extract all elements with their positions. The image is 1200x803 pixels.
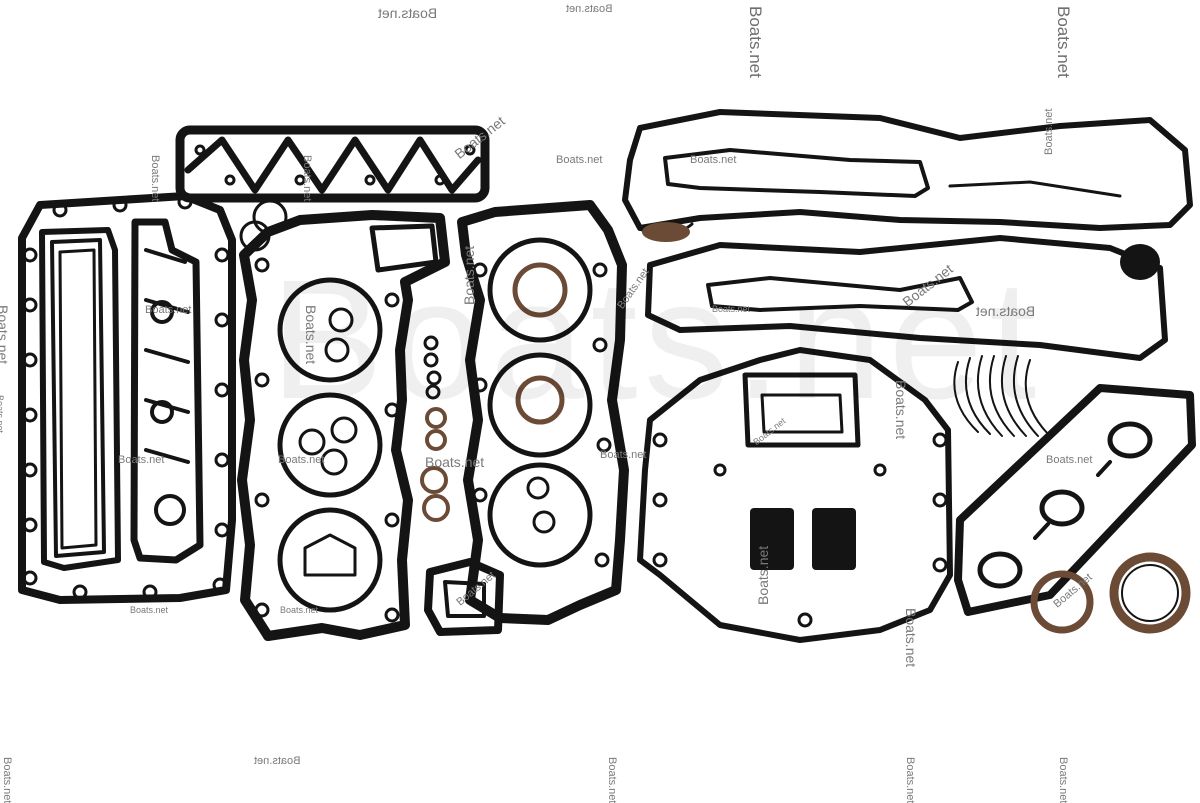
watermark-large: Boats.net [270, 245, 1043, 435]
exhaust-cover-gasket [18, 192, 236, 604]
watermark: Boats.net [301, 155, 313, 202]
watermark: Boats.net [278, 454, 325, 466]
watermark: Boats.net [904, 757, 916, 803]
watermark: Boats.net [755, 545, 771, 605]
exhaust-manifold-gasket [954, 384, 1196, 616]
watermark-mirrored: Boats.net [254, 755, 301, 767]
valve-cover-gasket-lower [645, 235, 1168, 361]
watermark: Boats.net [0, 305, 11, 365]
watermark: Boats.net [425, 454, 485, 470]
watermark: Boats.net [1, 757, 13, 803]
watermark: Boats.net [1043, 108, 1055, 155]
spring-clips [953, 355, 1049, 437]
watermark: Boats.net [149, 155, 161, 202]
midsection-gasket [637, 347, 953, 643]
oil-seal-large [1109, 552, 1191, 634]
watermark: Boats.net [280, 605, 319, 615]
copper-washers [420, 407, 450, 522]
watermark: Boats.net [461, 245, 477, 305]
small-plate-gasket [424, 558, 504, 636]
watermark: Boats.net [130, 605, 169, 615]
watermark-mirrored: Boats.net [378, 5, 438, 21]
watermark: Boats.net [556, 154, 603, 166]
watermark: Boats.net [712, 304, 751, 314]
watermark: Boats.net [1057, 757, 1069, 803]
watermark: Boats.net [566, 3, 613, 15]
watermark: Boats.net [600, 449, 647, 461]
watermark: Boats.net [903, 608, 919, 668]
cylinder-head-gasket-b [457, 200, 629, 625]
watermark: Boats.net [145, 304, 192, 316]
watermark: Boats.net [606, 757, 618, 803]
watermark: Boats.net [1054, 6, 1073, 78]
intake-manifold-gasket [175, 125, 490, 203]
watermark: Boats.net [746, 6, 765, 78]
oil-seal-small [1030, 570, 1094, 634]
watermark: Boats.net [690, 154, 737, 166]
watermark: Boats.net [0, 395, 5, 434]
valve-cover-gasket-upper [622, 109, 1193, 242]
watermark-mirrored: Boats.net [976, 303, 1036, 319]
watermark: Boats.net [303, 305, 319, 365]
watermark: Boats.net [118, 454, 165, 466]
small-washers [423, 335, 442, 400]
cylinder-head-gasket-a [237, 210, 450, 641]
exhaust-inner-plate-gasket [130, 218, 204, 564]
watermark: Boats.net [1046, 454, 1093, 466]
watermark: Boats.net [893, 380, 909, 440]
